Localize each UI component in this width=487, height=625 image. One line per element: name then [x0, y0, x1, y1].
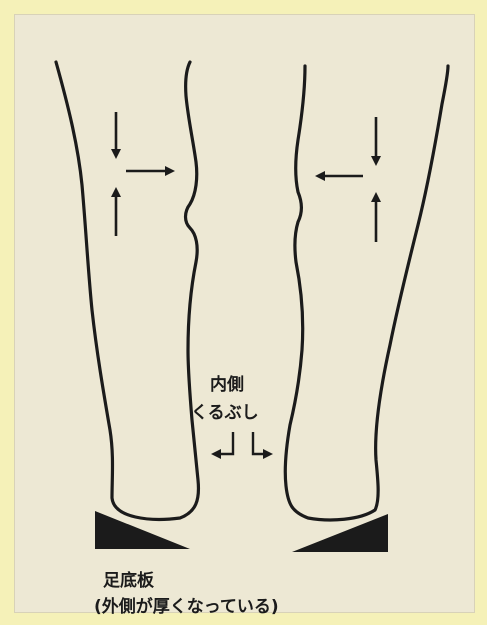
insole-label-note: (外側が厚くなっている) — [94, 592, 279, 617]
ankle-label-inner: 内側 — [210, 370, 244, 395]
right-leg — [285, 66, 448, 520]
right-knee-arrows — [318, 117, 376, 242]
insole-label-title: 足底板 — [103, 566, 154, 591]
right-ankle-pointer-icon — [253, 432, 270, 454]
wedge-icon — [95, 511, 190, 549]
left-knee-arrows — [116, 112, 172, 236]
right-leg-outer-outline — [285, 66, 448, 520]
left-leg — [56, 62, 198, 519]
ankle-pointers — [214, 432, 270, 454]
left-ankle-pointer-icon — [214, 432, 233, 454]
left-leg-outer-outline — [56, 62, 198, 519]
ankle-label-malleolus: くるぶし — [191, 398, 259, 423]
